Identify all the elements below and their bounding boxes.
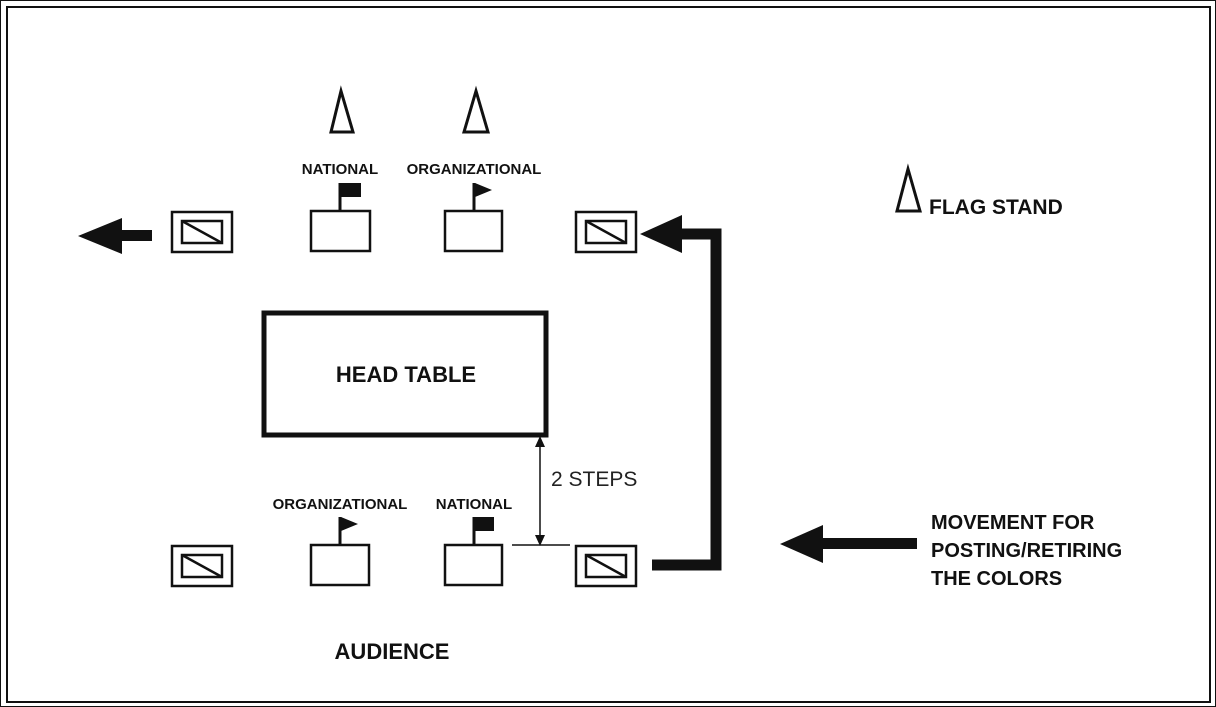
flag-stand-legend-icon (895, 163, 922, 213)
legend-label: FLAG STAND (929, 196, 1063, 219)
top-right-guard (574, 210, 638, 254)
audience-label: AUDIENCE (335, 639, 450, 664)
head-table-label: HEAD TABLE (336, 362, 476, 387)
top-left-guard (170, 210, 234, 254)
head-table (261, 310, 549, 438)
bottom-organizational-flag-bearer (309, 517, 371, 587)
bottom-national-flag-bearer (443, 517, 504, 587)
top-organizational-flag-bearer (443, 183, 504, 253)
bottom-national-label: NATIONAL (436, 496, 512, 513)
bottom-organizational-label: ORGANIZATIONAL (273, 496, 408, 513)
top-national-label: NATIONAL (302, 161, 378, 178)
flag-stand-national (329, 85, 356, 134)
flag-stand-organizational (461, 85, 491, 134)
top-organizational-label: ORGANIZATIONAL (407, 161, 542, 178)
steps-dimension (512, 436, 570, 546)
bottom-right-guard (574, 544, 638, 588)
movement-path-arrow (640, 215, 722, 571)
bottom-left-guard (170, 544, 234, 588)
movement-label-line-3: THE COLORS (931, 568, 1062, 590)
legend: FLAG STAND (895, 163, 1063, 219)
steps-label: 2 STEPS (551, 468, 637, 491)
inner-frame (6, 6, 1211, 703)
exit-arrow (78, 218, 152, 254)
movement-label-line-1: MOVEMENT FOR (931, 512, 1095, 534)
movement-label-line-2: POSTING/RETIRING (931, 540, 1122, 562)
top-national-flag-bearer (309, 183, 372, 253)
movement-legend-arrow (780, 525, 917, 563)
